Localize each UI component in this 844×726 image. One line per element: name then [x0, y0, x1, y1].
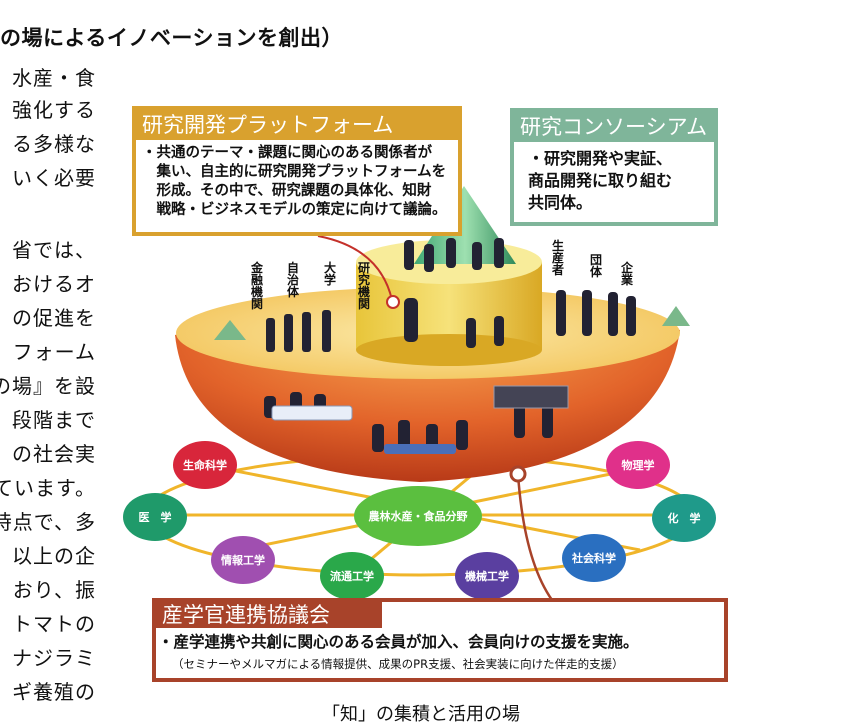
- platform-box-line: 集い、自主的に研究開発プラットフォームを: [142, 164, 447, 180]
- small-cone-left: [214, 320, 246, 340]
- network-node: 化 学: [652, 494, 716, 542]
- body-text-line: ナジラミ: [12, 646, 96, 670]
- network-center-label: 農林水産・食品分野: [369, 509, 468, 523]
- network-node: 機械工学: [455, 552, 519, 600]
- council-callout-line: [516, 473, 554, 601]
- body-text-line: いく必要: [12, 166, 96, 190]
- network-node: 物理学: [606, 441, 670, 489]
- platform-cylinder-bottom: [356, 334, 542, 366]
- network-center-node: 農林水産・食品分野: [354, 486, 482, 546]
- body-text-line: 段階まで: [12, 408, 96, 432]
- section-heading: の場によるイノベーションを創出）: [0, 26, 343, 50]
- stakeholder-label-producer: 生産者: [551, 239, 564, 277]
- body-text-line: ています。: [0, 476, 96, 500]
- platform-box-line: ・共通のテーマ・課題に関心のある関係者が: [142, 145, 432, 161]
- network-node-label: 機械工学: [465, 569, 509, 583]
- stakeholder-label-group: 団体: [589, 253, 602, 279]
- center-table: [384, 444, 456, 454]
- platform-callout-dot: [386, 295, 400, 309]
- network-node-circle: [606, 441, 670, 489]
- consortium-cone: [414, 186, 516, 264]
- stakeholder-label-finance: 金融機関: [250, 261, 263, 311]
- network-node-circle: [123, 493, 187, 541]
- body-text-line: 水産・食: [12, 66, 96, 90]
- network-node: 情報工学: [211, 536, 275, 584]
- screen-panel: [493, 385, 569, 409]
- body-text-line: の社会実: [12, 442, 96, 466]
- consortium-box-line: 共同体。: [528, 193, 593, 212]
- platform-box-line: 戦略・ビジネスモデルの策定に向けて議論。: [142, 202, 447, 218]
- network-node: 生命科学: [173, 441, 237, 489]
- network-node-label: 流通工学: [330, 569, 374, 583]
- network-node-label: 化 学: [668, 511, 701, 525]
- platform-callout-line: [317, 235, 393, 301]
- stakeholder-label-company: 企業: [620, 261, 633, 287]
- network-node-circle: [455, 552, 519, 600]
- network-node: 医 学: [123, 493, 187, 541]
- body-text-line: ギ養殖の: [12, 680, 96, 704]
- network-node-circle: [652, 494, 716, 542]
- body-text-line: おけるオ: [12, 272, 96, 296]
- network-node: 社会科学: [562, 534, 626, 582]
- meeting-table: [271, 405, 353, 421]
- platform-box-text: ・共通のテーマ・課題に関心のある関係者が 集い、自主的に研究開発プラットフォーム…: [136, 140, 458, 220]
- body-text-line: フォーム: [12, 340, 96, 364]
- small-cone-right: [662, 306, 690, 326]
- network-node-label: 生命科学: [183, 458, 227, 472]
- network-node: 流通工学: [320, 552, 384, 600]
- body-text-line: 以上の企: [12, 544, 96, 568]
- network-node-circle: [562, 534, 626, 582]
- network-node-circle: [320, 552, 384, 600]
- stakeholder-label-research: 研究機関: [357, 261, 370, 311]
- platform-box-line: 形成。その中で、研究課題の具体化、知財: [142, 183, 432, 199]
- body-text-line: トマトの: [12, 612, 96, 636]
- body-text-line: の場』を設: [0, 374, 96, 398]
- platform-box: 研究開発プラットフォーム ・共通のテーマ・課題に関心のある関係者が 集い、自主的…: [132, 106, 462, 236]
- consortium-box: 研究コンソーシアム ・研究開発や実証、 商品開発に取り組む 共同体。: [510, 108, 718, 226]
- stakeholder-label-university: 大学: [323, 261, 336, 287]
- network-node-circle: [173, 441, 237, 489]
- consortium-box-text: ・研究開発や実証、 商品開発に取り組む 共同体。: [514, 142, 714, 214]
- diagram-caption: 「知」の集積と活用の場: [322, 704, 520, 725]
- consortium-box-line: ・研究開発や実証、: [528, 149, 673, 168]
- council-box-line2: （セミナーやメルマガによる情報提供、成果のPR支援、社会実装に向けた伴走的支援）: [172, 657, 624, 671]
- body-text-line: の促進を: [12, 306, 96, 330]
- body-text-line: 省では、: [12, 238, 96, 262]
- council-callout-dot: [509, 465, 527, 483]
- network-node-label: 社会科学: [571, 551, 616, 565]
- council-box-line1: ・産学連携や共創に関心のある会員が加入、会員向けの支援を実施。: [158, 633, 639, 651]
- body-text-line: おり、振: [12, 578, 96, 602]
- body-text-line: 強化する: [12, 98, 96, 122]
- stakeholder-label-municipality: 自治体: [286, 261, 299, 299]
- network-node-circle: [211, 536, 275, 584]
- body-text-line: る多様な: [12, 132, 96, 156]
- network-node-label: 情報工学: [221, 553, 265, 567]
- platform-box-title: 研究開発プラットフォーム: [136, 110, 458, 140]
- network-node-label: 医 学: [139, 510, 172, 524]
- body-text-line: 時点で、多: [0, 510, 96, 534]
- consortium-box-line: 商品開発に取り組む: [528, 171, 673, 190]
- council-box-title: 産学官連携協議会: [156, 602, 382, 628]
- council-box: 産学官連携協議会 ・産学連携や共創に関心のある会員が加入、会員向けの支援を実施。…: [152, 598, 728, 682]
- network-node-label: 物理学: [622, 458, 655, 472]
- consortium-box-title: 研究コンソーシアム: [514, 112, 714, 142]
